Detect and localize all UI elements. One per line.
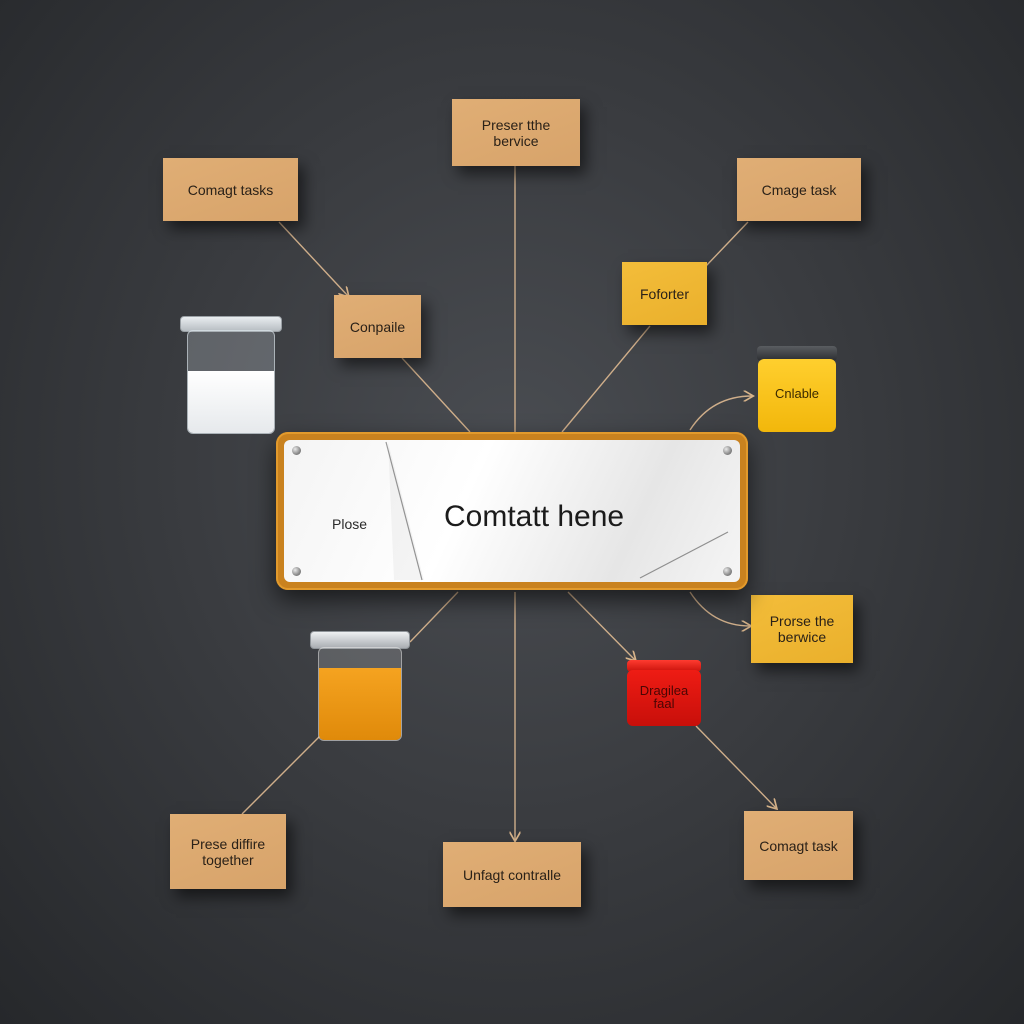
red-jar-label: Dragilea faal (639, 683, 689, 711)
yellow-jar-body: Cnlable (758, 359, 836, 432)
node-top-left[interactable]: Comagt tasks (163, 158, 298, 221)
node-bottom-left-label: Prese diffire together (190, 835, 266, 868)
center-panel-face: Plose Comtatt hene (284, 440, 740, 582)
link-yellow-jar (689, 396, 752, 431)
yellow-jar-lid (757, 346, 837, 361)
node-inner-left[interactable]: Conpaile (334, 295, 421, 358)
yellow-jar-label: Cnlable (774, 386, 820, 401)
link-orange-jar (409, 591, 459, 643)
red-jar-lid (627, 660, 701, 672)
white-jar (180, 316, 282, 436)
orange-jar-body (318, 647, 402, 741)
node-bottom-right[interactable]: Comagt task (744, 811, 853, 880)
link-bottom-right (695, 725, 776, 808)
node-bottom-center[interactable]: Unfagt contralle (443, 842, 581, 907)
center-panel[interactable]: Plose Comtatt hene (276, 432, 748, 590)
screw-top-right (723, 446, 732, 455)
link-inner-right (561, 325, 651, 433)
link-inner-left (401, 357, 471, 433)
orange-jar-lid (310, 631, 410, 649)
panel-crease (385, 441, 729, 581)
screw-top-left (292, 446, 301, 455)
node-inner-right[interactable]: Foforter (622, 262, 707, 325)
red-jar-body: Dragilea faal (627, 670, 701, 726)
link-top-right (705, 221, 749, 267)
node-inner-right-label: Foforter (639, 285, 689, 302)
screw-bottom-right (723, 567, 732, 576)
orange-jar-fill (319, 668, 401, 740)
orange-jar (310, 631, 410, 741)
link-bottom-left (241, 735, 321, 815)
node-top[interactable]: Preser tthe bervice (452, 99, 580, 166)
node-bottom-center-label: Unfagt contralle (462, 866, 562, 883)
link-right-mid (689, 591, 750, 626)
node-inner-left-label: Conpaile (349, 318, 406, 335)
node-bottom-left[interactable]: Prese diffire together (170, 814, 286, 889)
red-jar: Dragilea faal (627, 660, 701, 726)
link-top-left (278, 221, 348, 296)
white-jar-fill (188, 371, 274, 433)
center-title: Comtatt hene (444, 500, 625, 533)
node-right-mid[interactable]: Prorse the berwice (751, 595, 853, 663)
node-top-right[interactable]: Cmage task (737, 158, 861, 221)
node-right-mid-label: Prorse the berwice (769, 613, 835, 645)
node-top-left-label: Comagt tasks (187, 181, 274, 198)
link-red-jar (567, 591, 635, 660)
node-bottom-right-label: Comagt task (759, 837, 838, 854)
white-jar-body (187, 330, 275, 434)
yellow-jar: Cnlable (757, 346, 837, 432)
node-top-label: Preser tthe bervice (481, 116, 551, 149)
screw-bottom-left (292, 567, 301, 576)
center-small-label: Plose (332, 516, 368, 532)
white-jar-lid (180, 316, 282, 332)
node-top-right-label: Cmage task (761, 181, 837, 198)
